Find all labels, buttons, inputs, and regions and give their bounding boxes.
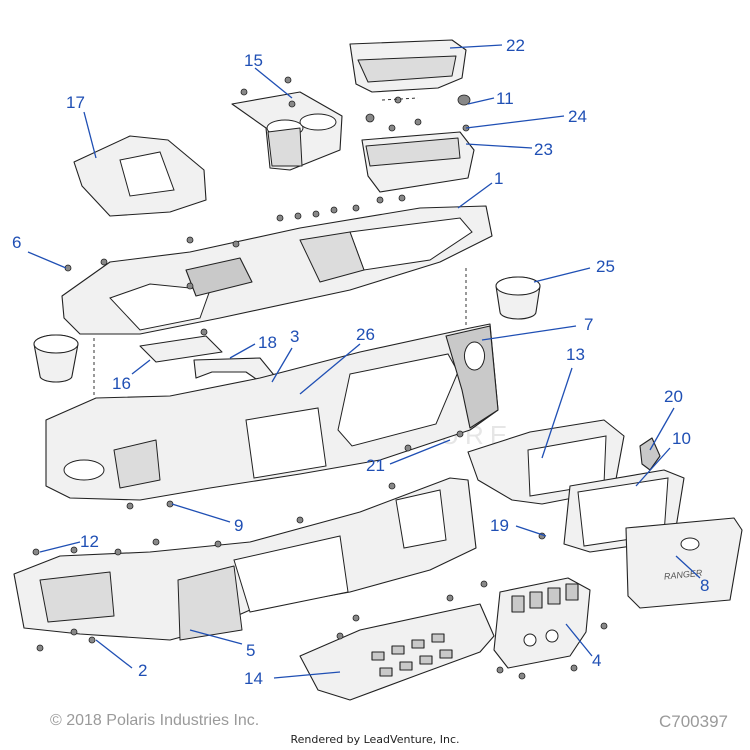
copyright-notice: © 2018 Polaris Industries Inc. xyxy=(50,712,260,729)
upper-dash-hardware xyxy=(64,194,406,336)
callout-8: 8 xyxy=(700,576,709,595)
part-14-lower-panel xyxy=(299,603,495,701)
callout-21: 21 xyxy=(366,456,385,475)
callout-5: 5 xyxy=(246,641,255,660)
callout-25: 25 xyxy=(596,257,615,276)
part-5-lower-dash xyxy=(13,477,477,641)
callout-22: 22 xyxy=(506,36,525,55)
part-4-switch-panel xyxy=(493,577,591,669)
callout-4: 4 xyxy=(592,651,601,670)
callout-13: 13 xyxy=(566,345,585,364)
callout-20: 20 xyxy=(664,387,683,406)
callout-16: 16 xyxy=(112,374,131,393)
drawing-code: C700397 xyxy=(658,712,728,731)
callout-17: 17 xyxy=(66,93,85,112)
callout-2: 2 xyxy=(138,661,147,680)
part-16-bracket-plate xyxy=(139,335,223,363)
callout-3: 3 xyxy=(290,327,299,346)
part-22-tray-lid xyxy=(349,39,467,93)
lower-hardware xyxy=(32,430,608,680)
callout-18: 18 xyxy=(258,333,277,352)
callout-15: 15 xyxy=(244,51,263,70)
callout-14: 14 xyxy=(244,669,263,688)
callout-1: 1 xyxy=(494,169,503,188)
top-hardware xyxy=(240,76,470,132)
callout-23: 23 xyxy=(534,140,553,159)
part-23-storage-bin xyxy=(361,94,475,193)
callout-19: 19 xyxy=(490,516,509,535)
callout-numbers: 22 15 17 11 24 23 1 6 25 7 26 3 18 13 16… xyxy=(12,36,709,688)
left-cupholder-insert xyxy=(33,334,79,383)
rendered-by-credit: Rendered by LeadVenture, Inc. xyxy=(290,733,460,746)
part-1-upper-dash xyxy=(61,205,493,335)
part-25-cupholder-ring xyxy=(495,276,541,320)
callout-24: 24 xyxy=(568,107,587,126)
callout-11: 11 xyxy=(496,89,514,108)
callout-9: 9 xyxy=(234,516,243,535)
callout-7: 7 xyxy=(584,315,593,334)
callout-26: 26 xyxy=(356,325,375,344)
callout-6: 6 xyxy=(12,233,21,252)
callout-10: 10 xyxy=(672,429,691,448)
callout-leaders xyxy=(27,44,701,679)
part-15-cupholder-module xyxy=(231,91,343,171)
part-17-left-bezel xyxy=(73,135,207,217)
part-7-main-dash-frame xyxy=(45,323,499,501)
part-20-latch xyxy=(639,437,661,471)
callout-12: 12 xyxy=(80,532,99,551)
